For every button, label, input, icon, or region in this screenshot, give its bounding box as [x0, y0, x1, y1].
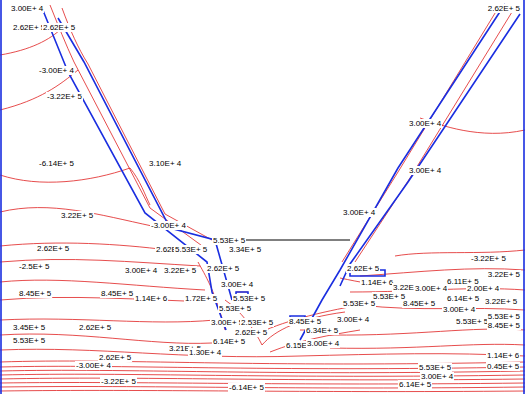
contour-value: 5.53E+ 5: [342, 299, 376, 308]
contour-value: 3.00E+ 4: [336, 315, 370, 324]
contour-value: 6.14E+ 5: [446, 294, 480, 303]
contour-value: 5.53E+ 5: [218, 304, 252, 313]
contour-value: 3.22E+ 5: [484, 297, 518, 306]
contour-value: 3.00E+ 4: [342, 208, 376, 217]
contour-value: 2.62E+ 5: [206, 264, 240, 273]
contour-value: 2.62E+ 5: [234, 328, 268, 337]
contour-value: -3.22E+ 5: [100, 377, 137, 386]
contour-value: 2.62E+ 5: [36, 244, 70, 253]
contour-value: 6.11E+ 5: [446, 277, 480, 286]
contour-value: 1.14E+ 6: [486, 351, 520, 360]
contour-value: 5.53E+ 5: [455, 317, 489, 326]
contour-value: 3.22E+ 5: [60, 211, 94, 220]
contour-value: 8.45E+ 5: [100, 289, 134, 298]
contour-value: 3.00E+ 4: [442, 305, 476, 314]
contour-value: -3.00E+ 4: [75, 361, 112, 370]
contour-value: 5.53E+ 5: [174, 245, 208, 254]
contour-value: -2.5E+ 5: [18, 262, 50, 271]
contour-value: 3.00E+ 4: [220, 280, 254, 289]
contour-value: 6.14E+ 5: [212, 337, 246, 346]
contour-value: 3.00E+ 4: [414, 284, 448, 293]
contour-value: 3.22E+ 5: [487, 270, 521, 279]
contour-value: 3.22E+ 5: [163, 266, 197, 275]
contour-value: 8.45E+ 5: [402, 299, 436, 308]
contour-value: 2.62E+ 5: [42, 23, 76, 32]
contour-value: 1.14E+ 6: [134, 294, 168, 303]
contour-value: 8.45E+ 5: [18, 289, 52, 298]
contour-value: 5.53E+ 5: [418, 363, 452, 372]
contour-value: -3.22E+ 5: [46, 92, 83, 101]
contour-value: 2.62E+ 5: [78, 323, 112, 332]
contour-value: 3.00E+ 4: [408, 119, 442, 128]
contour-value: 3.10E+ 4: [148, 159, 182, 168]
contour-value: 8.45E+ 5: [288, 317, 322, 326]
contour-value: -3.22E+ 5: [470, 254, 507, 263]
contour-value: 6.34E+ 5: [305, 326, 339, 335]
contour-value: 5.53E+ 5: [212, 236, 246, 245]
contour-value: 1.30E+ 4: [188, 348, 222, 357]
contour-value: 2.62E+ 5: [346, 264, 380, 273]
contour-value: 2.62E+ 5: [487, 4, 521, 13]
contour-value: 0.45E+ 5: [486, 362, 520, 371]
contour-value: 2.53E+ 5: [240, 318, 274, 327]
contour-value: -6.14E+ 5: [38, 159, 75, 168]
contour-value: -3.00E+ 4: [150, 221, 187, 230]
contour-value: 8.45E+ 5: [487, 321, 521, 330]
contour-value: 1.72E+ 5: [184, 294, 218, 303]
contour-value: 1.14E+ 6: [360, 278, 394, 287]
contour-value: 3.45E+ 5: [12, 323, 46, 332]
contour-value: -6.14E+ 5: [228, 383, 265, 392]
contour-value: 6.14E+ 5: [398, 380, 432, 389]
contour-value: 3.34E+ 5: [228, 245, 262, 254]
contour-value: 3.00E+ 4: [124, 266, 158, 275]
contour-value: -3.00E+ 4: [38, 66, 75, 75]
contour-value: 3.00E+ 4: [306, 339, 340, 348]
contour-value: 5.53E+ 5: [232, 294, 266, 303]
contour-value: 5.53E+ 5: [487, 312, 521, 321]
contour-value: 3.00E+ 4: [10, 4, 44, 13]
contour-value: 5.53E+ 5: [12, 336, 46, 345]
contour-value: 3.00E+ 4: [408, 166, 442, 175]
